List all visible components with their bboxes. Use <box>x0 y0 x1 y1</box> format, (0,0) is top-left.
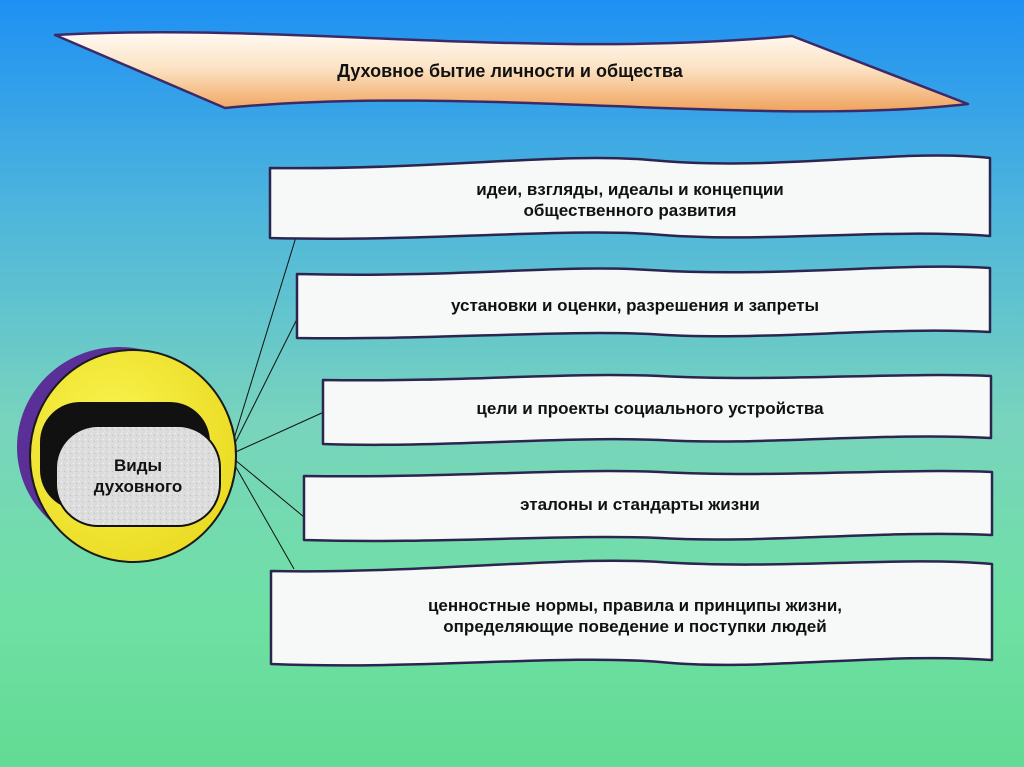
hub-label: Виды духовного <box>62 440 214 512</box>
item-1-line-1: идеи, взгляды, идеалы и концепции <box>476 180 784 200</box>
item-text-1: идеи, взгляды, идеалы и концепции общест… <box>300 168 960 234</box>
item-text-4: эталоны и стандарты жизни <box>330 476 950 534</box>
connector-line-3 <box>228 411 325 456</box>
hub-label-line-2: духовного <box>93 477 183 496</box>
item-1-line-2: общественного развития <box>523 201 737 220</box>
item-card-5 <box>269 559 994 667</box>
item-text-5: ценностные нормы, правила и принципы жиз… <box>275 578 995 656</box>
item-5-line-2: определяющие поведение и поступки людей <box>443 617 827 636</box>
item-text-2: установки и оценки, разрешения и запреты <box>315 278 955 334</box>
page-title: Духовное бытие личности и общества <box>337 61 683 82</box>
item-card-3 <box>321 373 993 447</box>
item-card-2 <box>295 265 992 340</box>
title-banner <box>53 30 970 113</box>
item-card-1 <box>268 154 992 240</box>
hub-badge <box>17 347 237 563</box>
item-text-3: цели и проекты социального устройства <box>340 380 960 438</box>
connector-line-1 <box>228 236 297 456</box>
item-5-line-1: ценностные нормы, правила и принципы жиз… <box>427 596 843 616</box>
hub-label-line-1: Виды <box>113 455 163 475</box>
connector-line-5 <box>228 454 295 570</box>
item-4-line-1: эталоны и стандарты жизни <box>520 494 760 514</box>
item-card-4 <box>302 469 994 543</box>
hub-pill <box>55 425 221 527</box>
item-3-line-1: цели и проекты социального устройства <box>476 398 824 418</box>
item-2-line-1: установки и оценки, разрешения и запреты <box>450 295 820 315</box>
connector-line-4 <box>228 454 305 518</box>
connector-line-2 <box>228 308 303 456</box>
